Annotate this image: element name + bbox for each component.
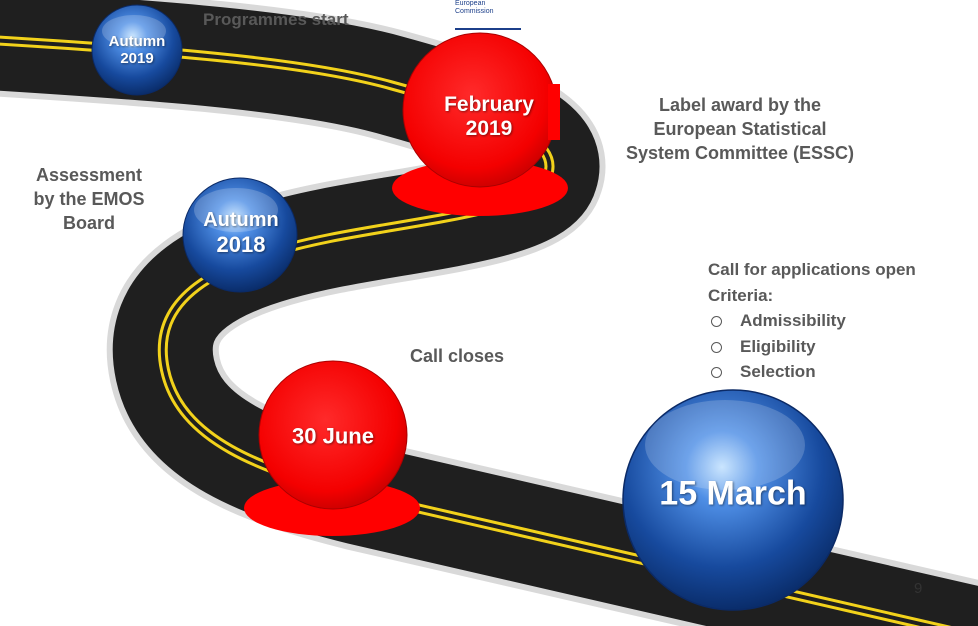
15-march-highlight	[645, 400, 805, 490]
30-june-line1: 30 June	[292, 423, 374, 449]
autumn-2018-line1: Autumn	[203, 208, 279, 231]
assessment-line3: Board	[62, 212, 115, 233]
criteria-item: Eligibility	[708, 334, 916, 360]
15-march-sphere	[622, 389, 844, 611]
logo-line2: Commission	[455, 8, 494, 15]
15-march-text: 15 March	[659, 474, 806, 513]
criteria-item: Selection	[708, 359, 916, 385]
autumn-2018-sphere	[182, 177, 298, 293]
autumn-2018-line2: 2018	[216, 231, 266, 257]
call-open-line1: Call for applications open	[708, 260, 916, 279]
autumn-2018-text: Autumn 2018	[203, 209, 279, 257]
autumn-2019-line2: 2019	[120, 50, 154, 67]
assessment-line1: Assessment	[35, 165, 143, 185]
autumn-2018-highlight	[194, 188, 278, 232]
autumn-2019-sphere	[91, 4, 183, 96]
criteria-list: Admissibility Eligibility Selection	[708, 308, 916, 385]
page-number: 9	[914, 580, 923, 597]
programmes-start-label: Programmes start	[203, 10, 349, 29]
30-june-text: 30 June	[292, 423, 374, 448]
assessment-label: Assessment by the EMOS Board	[14, 164, 164, 236]
label-award-label: Label award by the European Statistical …	[595, 94, 885, 166]
criteria-item: Admissibility	[708, 308, 916, 334]
logo-bar	[455, 28, 521, 30]
autumn-2019-text: Autumn 2019	[109, 33, 166, 68]
february-2019-line1: February	[444, 92, 534, 116]
call-closes-label: Call closes	[410, 346, 505, 366]
autumn-2019-highlight	[102, 15, 166, 47]
european-commission-logo: European Commission	[455, 0, 527, 34]
30-june-sphere	[258, 360, 408, 510]
15-march-line1: 15 March	[659, 474, 807, 513]
february-2019-line2: 2019	[465, 117, 513, 140]
label-award-line1: Label award by the	[658, 95, 822, 115]
february-2019-cut	[548, 84, 560, 140]
logo-line1: European	[455, 0, 486, 7]
february-2019-text: February 2019	[444, 93, 534, 141]
label-award-line3: System Committee (ESSC)	[625, 142, 855, 163]
criteria-heading: Criteria:	[708, 285, 774, 305]
autumn-2019-line1: Autumn	[108, 32, 166, 50]
label-award-line2: European Statistical	[653, 118, 827, 139]
call-open-label: Call for applications open Criteria: Adm…	[708, 257, 916, 385]
assessment-line2: by the EMOS	[33, 188, 145, 209]
february-2019-disc	[392, 160, 568, 216]
